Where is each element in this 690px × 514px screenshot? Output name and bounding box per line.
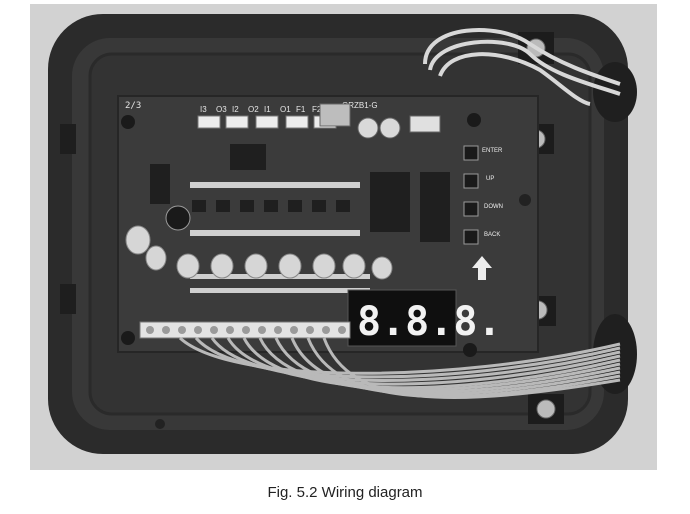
led-display (347, 289, 457, 347)
button-labels: ENTER UP DOWN BACK (482, 148, 503, 238)
terminal-label: I1 (264, 105, 271, 114)
wiring-photo: 2/3 I3 O3 I2 O2 I1 O1 F1 F2 N GRZB1-G (30, 4, 657, 470)
figure-caption: Fig. 5.2 Wiring diagram (267, 483, 423, 501)
crystal-component (379, 117, 401, 139)
top-connectors (197, 115, 337, 129)
button-column (463, 145, 479, 245)
terminal-label: F2 (312, 105, 322, 114)
terminal-label: O3 (216, 105, 227, 114)
terminal-label: O2 (248, 105, 259, 114)
button-label: UP (486, 176, 494, 182)
back-button[interactable] (463, 229, 479, 245)
top-cable-loop (423, 28, 621, 106)
ic-chips (150, 144, 450, 242)
header-connector (409, 115, 441, 133)
relay-connector (319, 103, 351, 127)
side-slot (60, 284, 76, 314)
terminal-screws (146, 326, 346, 334)
pcb-mount-hole (121, 331, 135, 345)
button-label: ENTER (482, 148, 503, 154)
mount-post (155, 419, 165, 429)
capacitors (125, 205, 393, 280)
smd-row (190, 182, 370, 293)
pcb-mount-hole (467, 113, 481, 127)
pcb-mount-hole (121, 115, 135, 129)
up-arrow-icon (472, 256, 492, 280)
up-button[interactable] (463, 173, 479, 189)
down-button[interactable] (463, 201, 479, 217)
page-marker: 2/3 (125, 101, 141, 111)
wiring-photo-svg: 2/3 I3 O3 I2 O2 I1 O1 F1 F2 N GRZB1-G (30, 4, 657, 470)
terminal-label-row: I3 O3 I2 O2 I1 O1 F1 F2 N (200, 105, 334, 114)
terminal-label: I2 (232, 105, 239, 114)
terminal-label: O1 (280, 105, 291, 114)
pcb-mount-hole (463, 343, 477, 357)
terminal-label: F1 (296, 105, 306, 114)
mount-post (519, 194, 531, 206)
led-display-digits: 8.8.8. (357, 299, 502, 345)
wire-bundle (178, 336, 621, 399)
side-slot (60, 124, 76, 154)
clamp-screw (536, 399, 556, 419)
terminal-label: I3 (200, 105, 207, 114)
crystal-component (357, 117, 379, 139)
enter-button[interactable] (463, 145, 479, 161)
model-label: GRZB1-G (342, 101, 378, 110)
button-label: BACK (484, 232, 500, 238)
button-label: DOWN (484, 204, 503, 210)
